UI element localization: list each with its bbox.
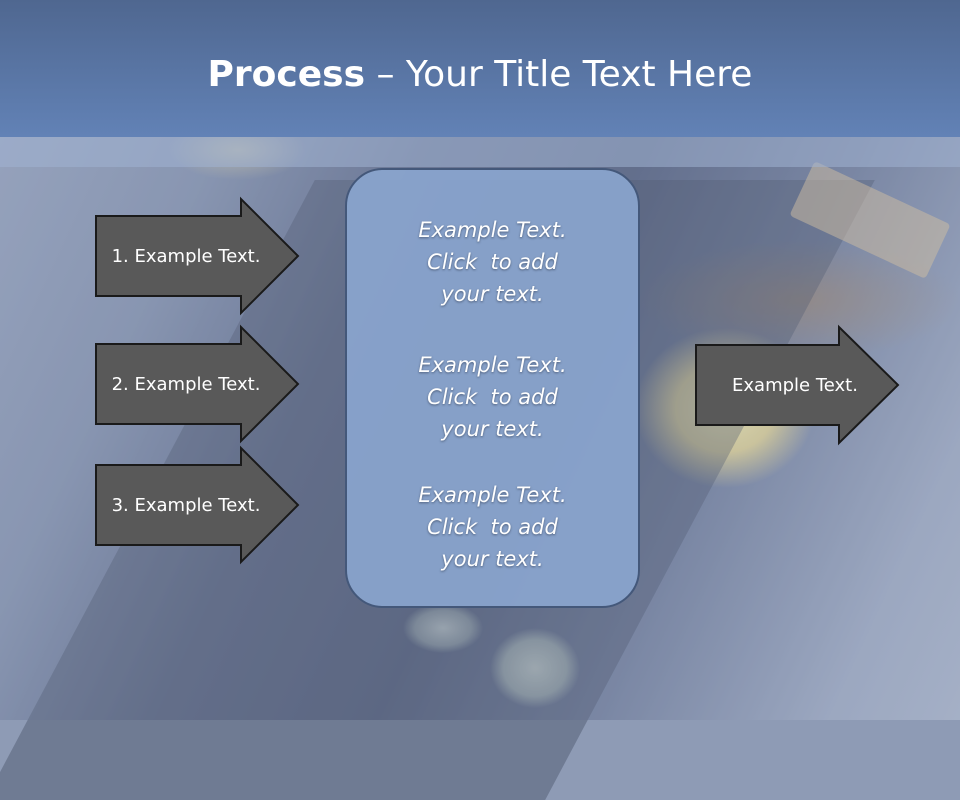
center-text-line: Example Text. bbox=[418, 483, 567, 507]
result-arrow-label: Example Text. bbox=[732, 374, 858, 396]
center-text-line: Example Text. bbox=[418, 218, 567, 242]
center-text-line: your text. bbox=[441, 547, 544, 571]
title-bold-part: Process bbox=[207, 54, 366, 95]
center-text-block-3: Example Text. Click to add your text. bbox=[347, 479, 638, 575]
result-arrow[interactable]: Example Text. bbox=[695, 324, 900, 446]
arrow-shape-icon bbox=[95, 445, 300, 565]
arrow-shape-icon bbox=[695, 324, 900, 446]
center-text-line: Example Text. bbox=[418, 353, 567, 377]
process-arrow-1-label: 1. Example Text. bbox=[111, 245, 261, 267]
slide-title[interactable]: Process – Your Title Text Here bbox=[0, 52, 960, 98]
center-text-line: your text. bbox=[441, 282, 544, 306]
title-rest-part: – Your Title Text Here bbox=[365, 54, 753, 95]
process-arrow-2-label: 2. Example Text. bbox=[111, 373, 261, 395]
title-bar bbox=[0, 0, 960, 137]
center-text-block-1: Example Text. Click to add your text. bbox=[347, 214, 638, 310]
arrow-shape-icon bbox=[95, 324, 300, 444]
center-text-line: your text. bbox=[441, 417, 544, 441]
process-arrow-2[interactable]: 2. Example Text. bbox=[95, 324, 300, 444]
arrow-shape-icon bbox=[95, 196, 300, 316]
process-arrow-1[interactable]: 1. Example Text. bbox=[95, 196, 300, 316]
center-text-line: Click to add bbox=[427, 250, 558, 274]
process-arrow-3-label: 3. Example Text. bbox=[111, 494, 261, 516]
title-bar-fade bbox=[0, 137, 960, 167]
center-text-block-2: Example Text. Click to add your text. bbox=[347, 349, 638, 445]
process-arrow-3[interactable]: 3. Example Text. bbox=[95, 445, 300, 565]
center-text-line: Click to add bbox=[427, 385, 558, 409]
center-text-line: Click to add bbox=[427, 515, 558, 539]
center-text-box[interactable]: Example Text. Click to add your text. Ex… bbox=[345, 168, 640, 608]
